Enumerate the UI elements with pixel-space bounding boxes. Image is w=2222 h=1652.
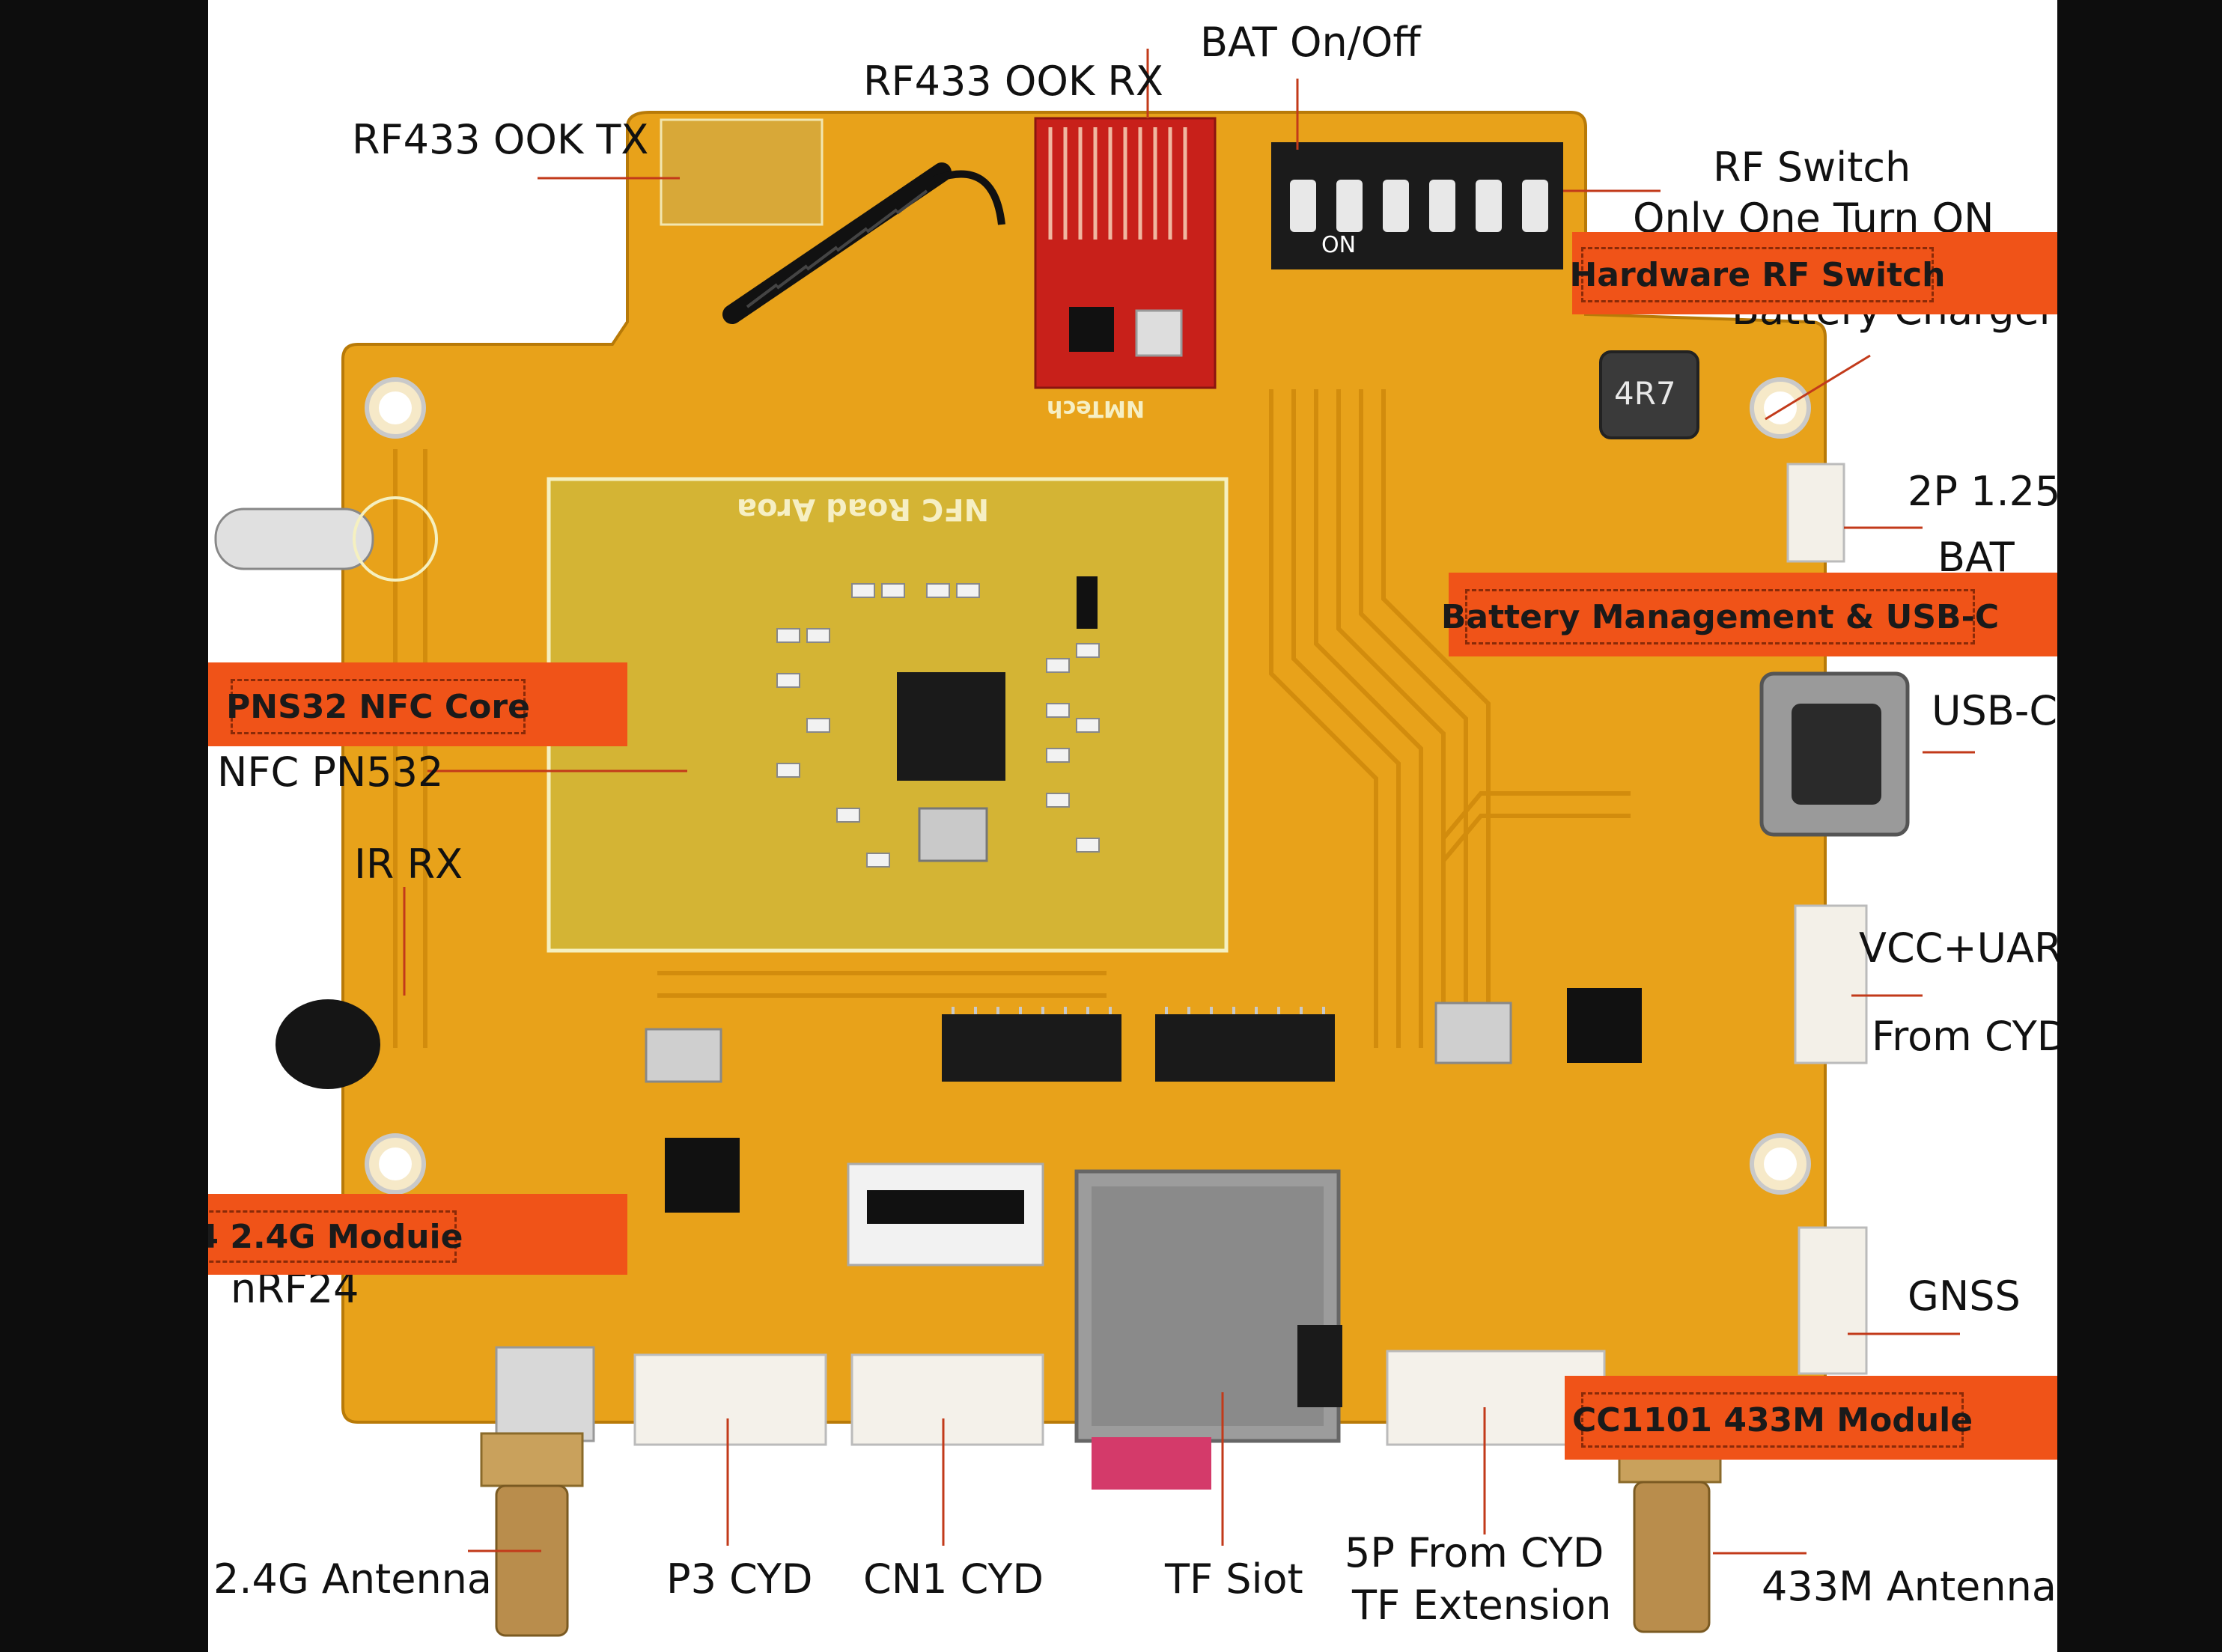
tag-nrf24-module-text: nRF24 2.4G Moduie [208,1217,463,1256]
label-rf433-rx: RF433 OOK RX [863,58,1163,105]
label-only-one-on: Only One Turn ON [1633,195,1994,242]
label-rf-switch: RF Switch [1713,144,1911,191]
diagram-canvas: NFC Road Aroa ON 4R7 NMTech BAT On/Off R… [208,0,2057,1652]
label-usbc: USB-C [1932,687,2057,734]
tag-hardware-rf-switch: Hardware RF Switch [1569,232,2057,314]
label-nfc-pn532: NFC PN532 [217,749,444,796]
label-rf433-tx: RF433 OOK TX [352,116,649,163]
tag-hardware-rf-switch-text: Hardware RF Switch [1569,255,1946,294]
label-nrf24: nRF24 [231,1265,359,1312]
gnss-connector [1798,1226,1868,1375]
tag-battery-usbc-text: Battery Management & USB-C [1440,597,2000,636]
label-bat-onoff: BAT On/Off [1200,19,1421,66]
tag-pns32-nfc-core: PNS32 NFC Core [208,662,627,746]
ic-buffer-2 [1155,1014,1335,1082]
label-p3-cyd: P3 CYD [666,1555,813,1603]
label-tf-slot: TF Siot [1165,1555,1303,1603]
vcc-uart-connector [1794,904,1868,1064]
dip-on-silkscreen: ON [1321,232,1357,258]
label-5p-from-cyd: 5P From CYD [1345,1529,1604,1576]
label-433m-antenna: 433M Antenna [1762,1563,2057,1610]
nfc-area-silkscreen: NFC Road Aroa [737,492,990,526]
nfc-area [547,477,1229,953]
label-24g-antenna: 2.4G Antenna [213,1555,492,1603]
rf433-tx-pad [660,118,824,226]
label-bat: BAT [1938,534,2015,581]
inductor [1599,350,1699,439]
inductor-marking: 4R7 [1614,375,1676,412]
tag-pns32-nfc-core-text: PNS32 NFC Core [226,687,530,726]
tag-cc1101-module-text: CC1101 433M Module [1571,1400,1973,1439]
ir-led [214,496,438,582]
label-vcc-uart: VCC+UART [1859,924,2057,972]
tag-nrf24-module: nRF24 2.4G Moduie [208,1194,627,1275]
label-2p-125: 2P 1.25 [1908,468,2057,515]
sma-24g [480,1346,595,1637]
bat-2p-connector [1786,463,1845,563]
pn532-chip [897,672,1005,781]
label-tf-extension: TF Extension [1352,1582,1612,1629]
brand-silkscreen: NMTech [1047,395,1145,421]
label-ir-rx: IR RX [354,841,463,888]
cc1101-chip [1567,988,1642,1063]
cn1-cyd-connector [850,1353,1044,1446]
label-cn1-cyd: CN1 CYD [863,1555,1044,1603]
mounting-holes [365,377,1811,1195]
label-gnss: GNSS [1908,1272,2021,1320]
ir-receiver [276,999,380,1089]
p3-cyd-connector [633,1353,827,1446]
ic-buffer-1 [942,1014,1121,1082]
leader-lines [403,49,1975,1555]
tag-battery-usbc: Battery Management & USB-C [1441,573,2057,656]
nrf24-chip [665,1138,740,1213]
tag-cc1101-module: CC1101 433M Module [1565,1376,2057,1460]
label-from-cyd: From CYD [1872,1013,2057,1060]
dip-switch [1271,142,1563,269]
pcb-board-illustration [214,49,1975,1637]
